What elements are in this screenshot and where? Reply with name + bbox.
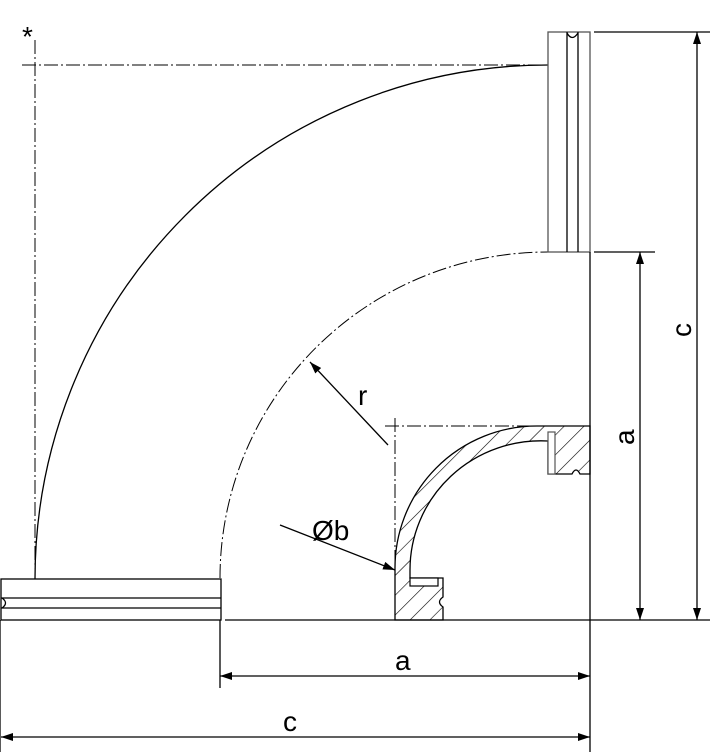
dimension-a-vertical: a bbox=[609, 252, 644, 620]
svg-text:a: a bbox=[609, 429, 640, 445]
top-flange bbox=[547, 31, 591, 253]
dimension-diameter: Øb bbox=[279, 515, 396, 571]
dimension-a-horizontal: a bbox=[220, 645, 590, 680]
dimension-c-vertical: c bbox=[666, 32, 701, 620]
centerlines bbox=[22, 40, 549, 579]
outer-bend-arc bbox=[34, 64, 549, 580]
section-view bbox=[394, 425, 591, 621]
dimension-c-horizontal: c bbox=[1, 706, 590, 741]
dimension-radius: r bbox=[309, 361, 389, 446]
svg-text:a: a bbox=[395, 645, 411, 676]
extension-lines bbox=[0, 31, 710, 752]
svg-text:r: r bbox=[358, 380, 367, 411]
svg-text:c: c bbox=[283, 706, 297, 737]
svg-text:Øb: Øb bbox=[312, 515, 349, 546]
svg-text:c: c bbox=[666, 323, 697, 337]
left-flange bbox=[0, 578, 222, 621]
marker-asterisk: * bbox=[22, 21, 33, 52]
